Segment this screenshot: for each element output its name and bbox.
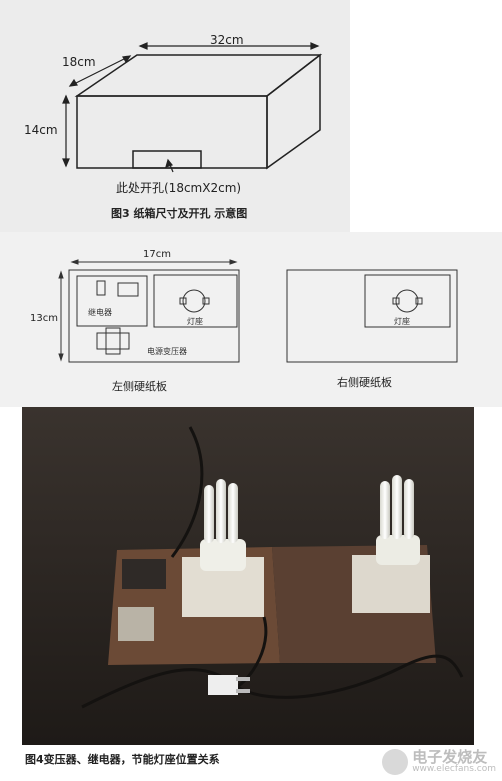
cable-top	[170, 426, 204, 558]
relay-part-b	[117, 282, 139, 297]
watermark: 电子发烧友 www.elecfans.com	[382, 749, 496, 775]
left-lamp-socket	[182, 289, 206, 313]
left-board-title: 左侧硬纸板	[112, 380, 167, 393]
figure3-caption: 图3 纸箱尺寸及开孔 示意图	[111, 207, 248, 220]
right-lamp-socket	[395, 289, 419, 313]
dim-height-label: 14cm	[24, 123, 58, 137]
dim-width-label: 32cm	[210, 33, 244, 47]
figure3-scan	[0, 0, 350, 232]
watermark-brand: 电子发烧友	[412, 747, 488, 766]
watermark-logo-icon	[382, 748, 409, 775]
figure4-photo	[22, 407, 474, 745]
right-board	[286, 269, 458, 363]
boards-diagram	[58, 259, 458, 363]
left-lamp	[200, 479, 246, 571]
left-board-width-label: 17cm	[143, 249, 171, 260]
relay-photo	[122, 559, 166, 589]
transformer-box	[96, 332, 130, 350]
hole-label: 此处开孔(18cmX2cm)	[116, 181, 242, 195]
left-lamp-area	[153, 274, 238, 328]
box-diagram	[62, 42, 323, 173]
dim-depth-label: 18cm	[62, 55, 96, 69]
right-lamp-label: 灯座	[394, 317, 410, 326]
cable-plug	[236, 616, 268, 689]
box-hole	[132, 150, 202, 169]
plug-photo	[208, 675, 238, 695]
right-board-title: 右侧硬纸板	[337, 376, 392, 389]
figure4-caption: 图4变压器、继电器，节能灯座位置关系	[25, 753, 220, 766]
relay-area	[76, 275, 148, 327]
relay-part-a	[96, 280, 106, 296]
dim-18-line	[69, 55, 131, 87]
transformer-photo	[118, 607, 154, 641]
transformer-label: 电源变压器	[147, 347, 187, 356]
relay-label: 继电器	[88, 308, 112, 317]
right-lamp-area	[364, 274, 451, 328]
cable-bottom	[81, 654, 464, 709]
left-lamp-label: 灯座	[187, 317, 203, 326]
box-right-face	[266, 53, 321, 170]
left-board-height-label: 13cm	[30, 313, 58, 324]
right-lamp	[376, 475, 420, 565]
boards-scan	[0, 232, 502, 407]
watermark-url: www.elecfans.com	[412, 764, 496, 775]
left-board	[68, 269, 240, 363]
